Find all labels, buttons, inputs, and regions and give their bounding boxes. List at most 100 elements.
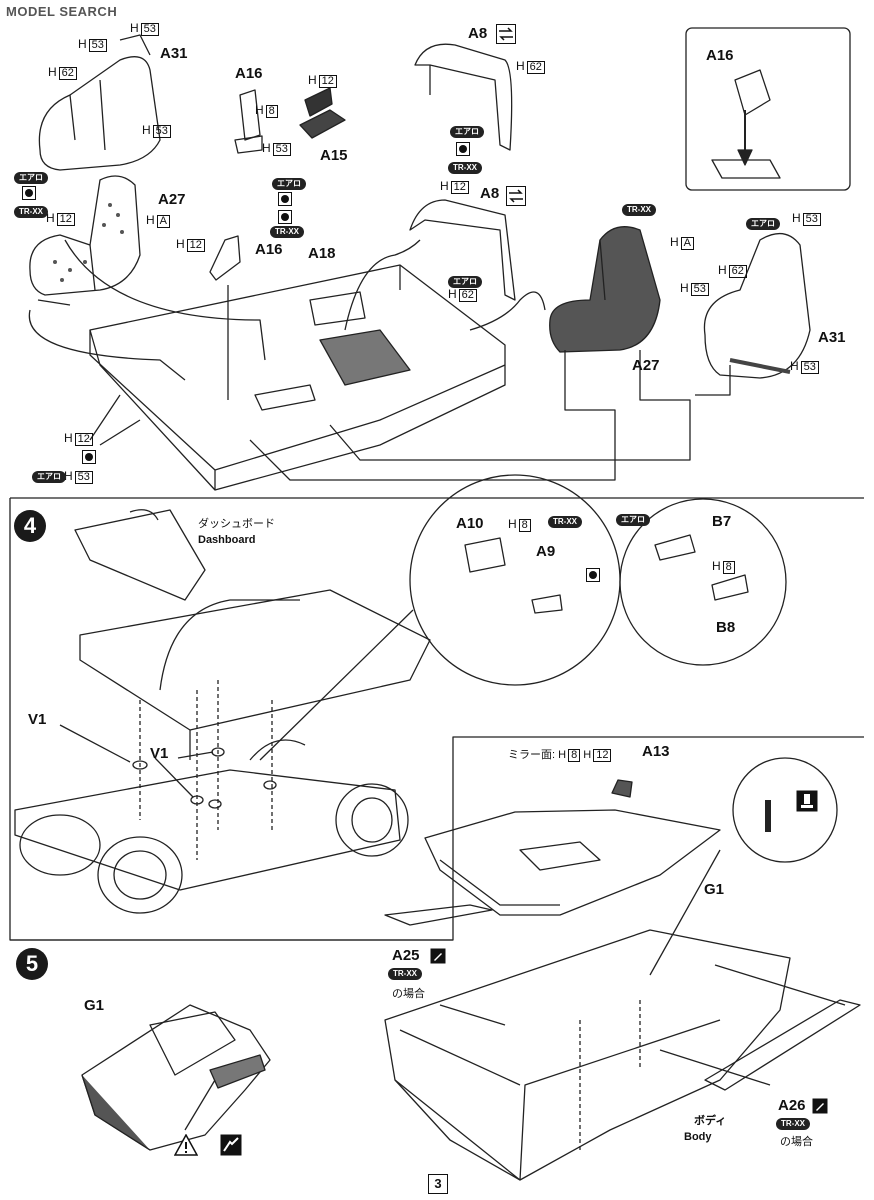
paint-fill-icon <box>796 790 818 812</box>
variant-badge: エアロ <box>616 514 650 526</box>
variant-badge: TR-XX <box>270 226 304 238</box>
seat-a31-drawing <box>38 34 161 171</box>
variant-badge: エアロ <box>448 276 482 288</box>
part-label: A8 <box>468 25 488 42</box>
divider-step4 <box>9 498 864 941</box>
part-label: A15 <box>320 147 348 164</box>
part-label: B8 <box>716 619 736 636</box>
chassis-tub-step4 <box>79 589 431 760</box>
part-label: G1 <box>84 997 105 1014</box>
part-a25-drawing <box>384 904 493 926</box>
part-a26-drawing <box>704 999 861 1091</box>
part-label: A13 <box>642 743 670 760</box>
part-label: B7 <box>712 513 732 530</box>
decal-icon <box>278 192 292 206</box>
pencil-icon <box>812 1098 828 1114</box>
step-number: 4 <box>14 510 46 542</box>
cut-icon <box>220 1134 242 1156</box>
variant-badge: TR-XX <box>448 162 482 174</box>
decal-icon <box>22 186 36 200</box>
seat-a31-right-drawing <box>703 233 811 379</box>
body-label-en: Body <box>684 1131 712 1143</box>
decal-icon <box>586 568 600 582</box>
inset-frame-a16 <box>685 27 851 191</box>
pencil-icon <box>430 948 446 964</box>
page-number: 3 <box>428 1174 448 1194</box>
make-two-icon <box>506 186 526 206</box>
rear-seat-a8-drawing <box>414 43 513 151</box>
dashboard-label-en: Dashboard <box>198 534 256 546</box>
part-label: A25 <box>392 947 420 964</box>
variant-badge: エアロ <box>746 218 780 230</box>
part-label: A26 <box>778 1097 806 1114</box>
body-drawing <box>384 779 791 1181</box>
part-label: A16 <box>235 65 263 82</box>
shift-lever-a16-lower <box>209 235 241 281</box>
part-label: G1 <box>704 881 725 898</box>
chassis-drawing <box>14 739 409 914</box>
v1-pins <box>59 680 277 860</box>
part-label: A10 <box>456 515 484 532</box>
variant-badge: TR-XX <box>776 1118 810 1130</box>
part-label: A16 <box>255 241 283 258</box>
part-label: A31 <box>818 329 846 346</box>
part-label: A27 <box>632 357 660 374</box>
part-label: A8 <box>480 185 500 202</box>
detail-circle-paint <box>732 757 838 863</box>
watermark-text: MODEL SEARCH <box>6 4 118 19</box>
g1-step5-drawing <box>81 1004 271 1151</box>
shift-lever-a16-drawing <box>234 89 263 154</box>
decal-icon <box>456 142 470 156</box>
detail-circle-b7-b8 <box>619 498 787 666</box>
body-label-jp: ボディ <box>694 1115 727 1127</box>
variant-badge: TR-XX <box>388 968 422 980</box>
variant-badge: エアロ <box>450 126 484 138</box>
part-label: V1 <box>150 745 169 762</box>
variant-badge: エアロ <box>272 178 306 190</box>
part-label: A27 <box>158 191 186 208</box>
seat-a27-right-drawing <box>549 226 661 353</box>
dashboard-drawing <box>74 509 206 601</box>
make-two-icon <box>496 24 516 44</box>
part-label: A18 <box>308 245 336 262</box>
variant-badge: エアロ <box>14 172 48 184</box>
variant-badge: TR-XX <box>548 516 582 528</box>
variant-badge: TR-XX <box>622 204 656 216</box>
warning-icon <box>174 1134 198 1156</box>
dashboard-label-jp: ダッシュボード <box>198 518 275 530</box>
part-label: V1 <box>28 711 47 728</box>
decal-icon <box>82 450 96 464</box>
part-label: A31 <box>160 45 188 62</box>
part-a15-drawing <box>299 87 346 139</box>
variant-badge: TR-XX <box>14 206 48 218</box>
variant-note: の場合 <box>392 988 425 1000</box>
interior-tub-a18-drawing <box>89 264 506 491</box>
rear-seat-a8-lower <box>409 199 516 301</box>
seat-a27-drawing <box>29 175 141 306</box>
variant-badge: エアロ <box>32 471 66 483</box>
part-label: A16 <box>706 47 734 64</box>
